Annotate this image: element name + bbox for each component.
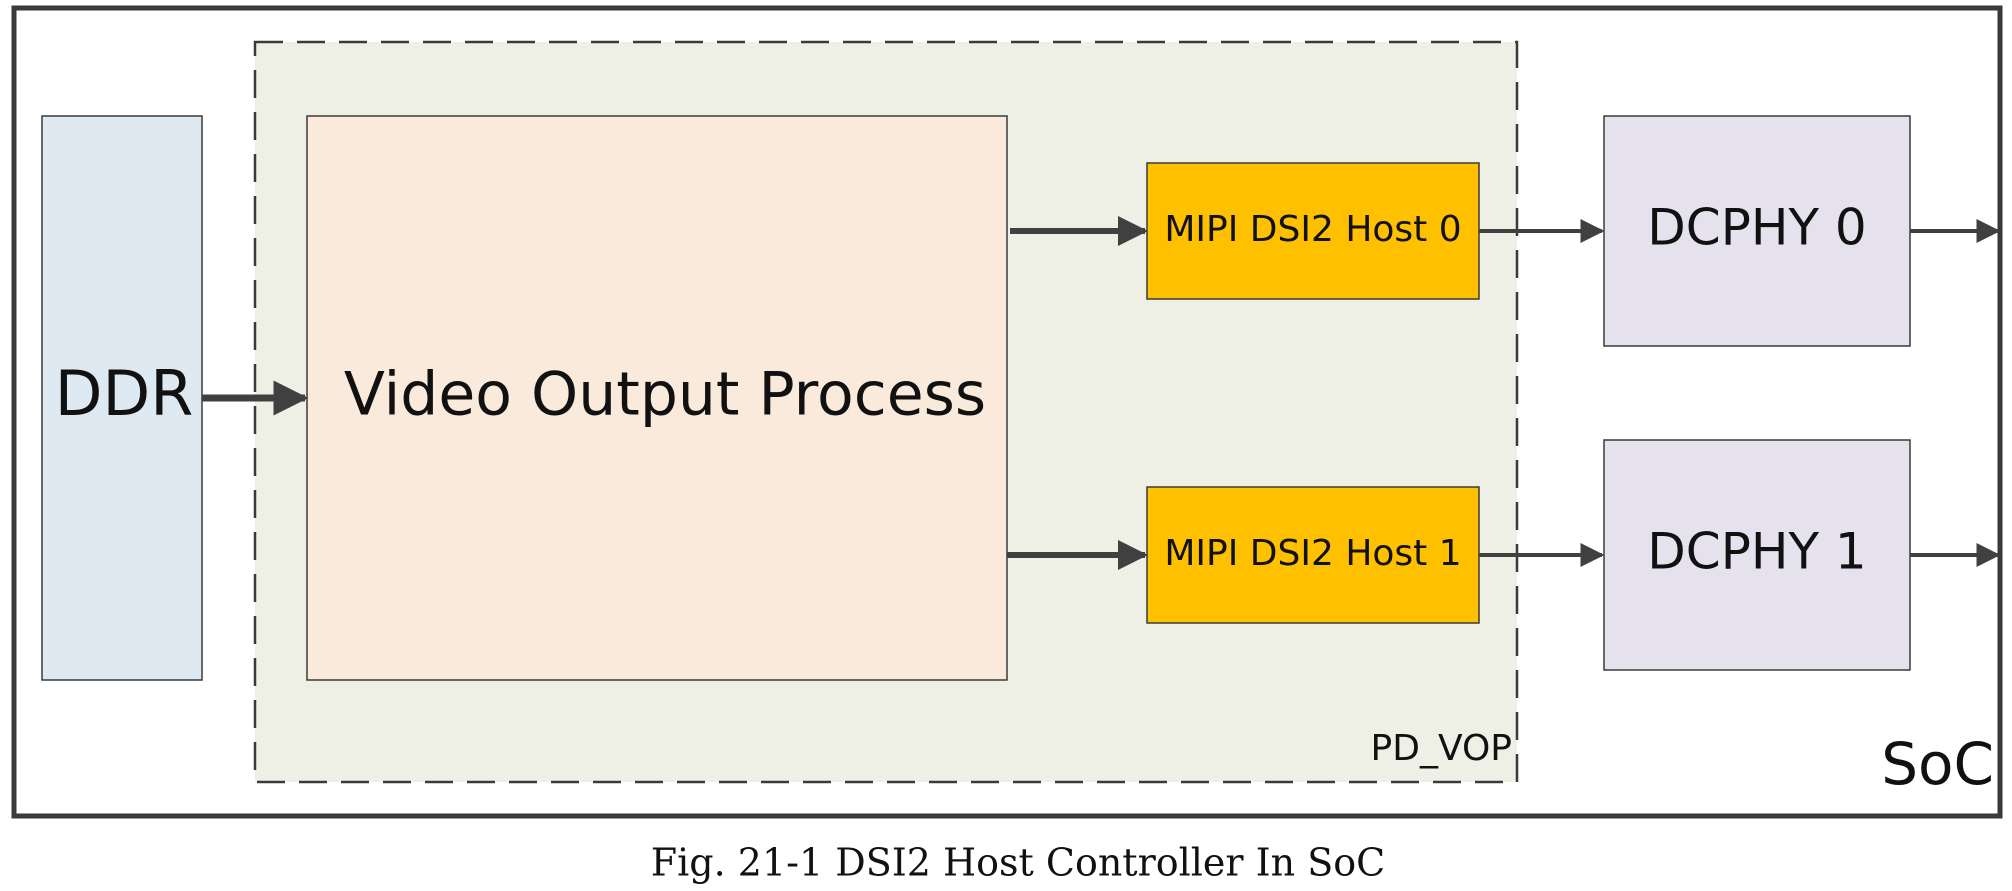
ddr-label: DDR	[55, 357, 194, 430]
soc-label: SoC	[1881, 730, 1994, 798]
dcphy1-block	[1603, 439, 1911, 671]
vop-label: Video Output Process	[344, 360, 986, 430]
dcphy0-label: DCPHY 0	[1647, 199, 1866, 257]
vop-block	[306, 115, 1008, 681]
figure-caption: Fig. 21-1 DSI2 Host Controller In SoC	[651, 841, 1385, 885]
ddr-block	[41, 115, 203, 681]
host0-block	[1146, 162, 1480, 300]
dcphy1-label: DCPHY 1	[1647, 523, 1866, 581]
host1-label: MIPI DSI2 Host 1	[1164, 533, 1461, 574]
pd-vop-label: PD_VOP	[1371, 728, 1512, 769]
host0-label: MIPI DSI2 Host 0	[1164, 209, 1461, 250]
